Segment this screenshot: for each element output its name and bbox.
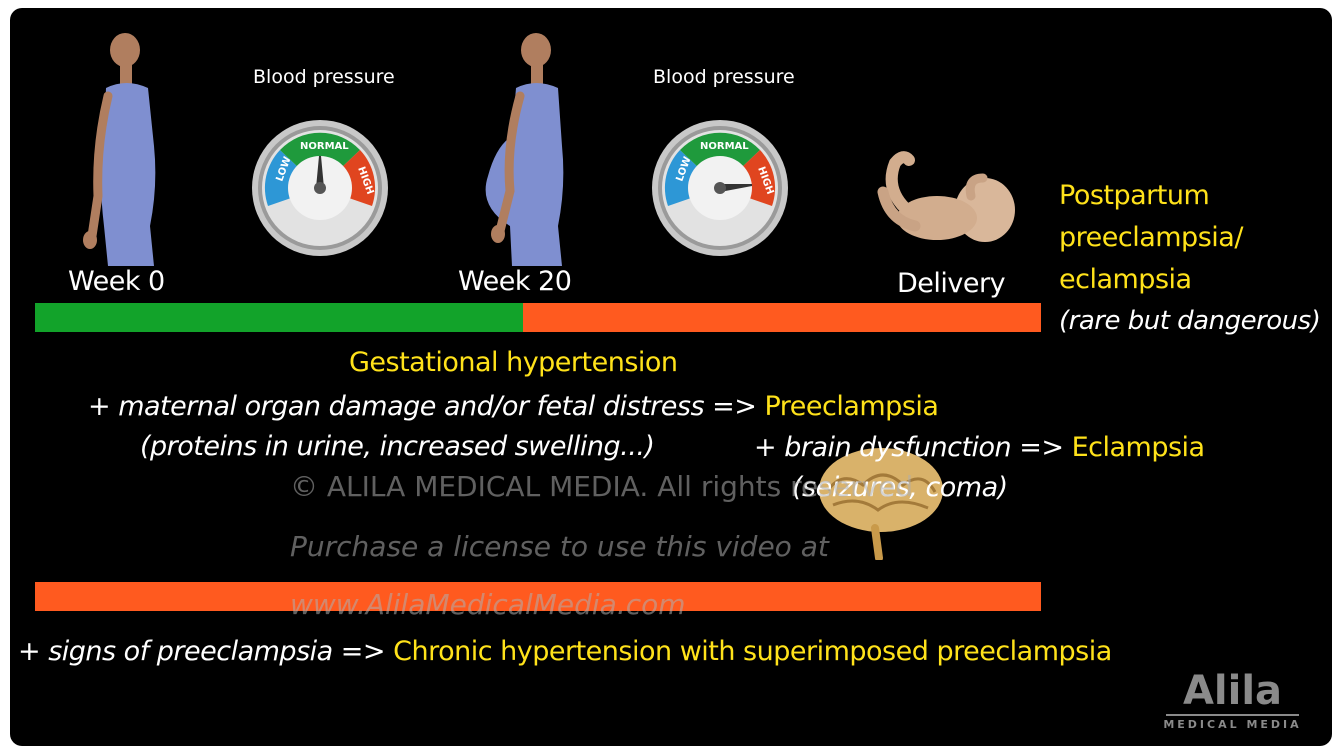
brain-dysfunction-line: + brain dysfunction => Eclampsia (754, 432, 1205, 463)
chronic-prefix: + signs of preeclampsia => (18, 636, 385, 667)
eclampsia-label: Eclampsia (1072, 432, 1205, 463)
logo-name: Alila (1160, 668, 1305, 714)
postpartum-note: (rare but dangerous) (1059, 306, 1320, 336)
organ-damage-note: (proteins in urine, increased swelling..… (140, 431, 654, 462)
woman-week0-illustration (68, 26, 168, 271)
brain-dysfunction-prefix: + brain dysfunction => (754, 432, 1064, 463)
week0-label: Week 0 (68, 266, 165, 297)
blood-pressure-gauge-normal: LOW NORMAL HIGH (250, 118, 390, 258)
delivery-label: Delivery (897, 268, 1005, 299)
postpartum-line1: Postpartum (1059, 180, 1209, 211)
organ-damage-line: + maternal organ damage and/or fetal dis… (88, 391, 938, 422)
video-frame: Blood pressure LOW NORMAL HIGH Blood pre… (10, 8, 1332, 746)
watermark-copyright: © ALILA MEDICAL MEDIA. All rights reserv… (290, 470, 913, 503)
woman-week20-illustration (466, 26, 576, 271)
newborn-baby-illustration (875, 148, 1025, 258)
watermark-license: Purchase a license to use this video at (290, 530, 829, 563)
chronic-line: + signs of preeclampsia => Chronic hyper… (18, 636, 1112, 667)
postpartum-line3: eclampsia (1059, 264, 1192, 295)
gauge1-title: Blood pressure (253, 66, 395, 88)
gestational-title: Gestational hypertension (349, 347, 678, 378)
chronic-label: Chronic hypertension with superimposed p… (393, 636, 1112, 667)
timeline-bar-orange (523, 303, 1041, 332)
timeline-bar-green (35, 303, 523, 332)
alila-logo: Alila MEDICAL MEDIA (1160, 668, 1305, 731)
gauge2-normal-label: NORMAL (700, 141, 749, 152)
logo-divider (1166, 714, 1299, 716)
watermark-url: www.AlilaMedicalMedia.com (290, 588, 686, 621)
gauge1-normal-label: NORMAL (300, 141, 349, 152)
postpartum-line2: preeclampsia/ (1059, 222, 1243, 253)
blood-pressure-gauge-high: LOW NORMAL HIGH (650, 118, 790, 258)
gauge2-title: Blood pressure (653, 66, 795, 88)
week20-label: Week 20 (458, 266, 571, 297)
logo-sub: MEDICAL MEDIA (1160, 718, 1305, 731)
organ-damage-prefix: + maternal organ damage and/or fetal dis… (88, 391, 756, 422)
preeclampsia-label: Preeclampsia (764, 391, 938, 422)
